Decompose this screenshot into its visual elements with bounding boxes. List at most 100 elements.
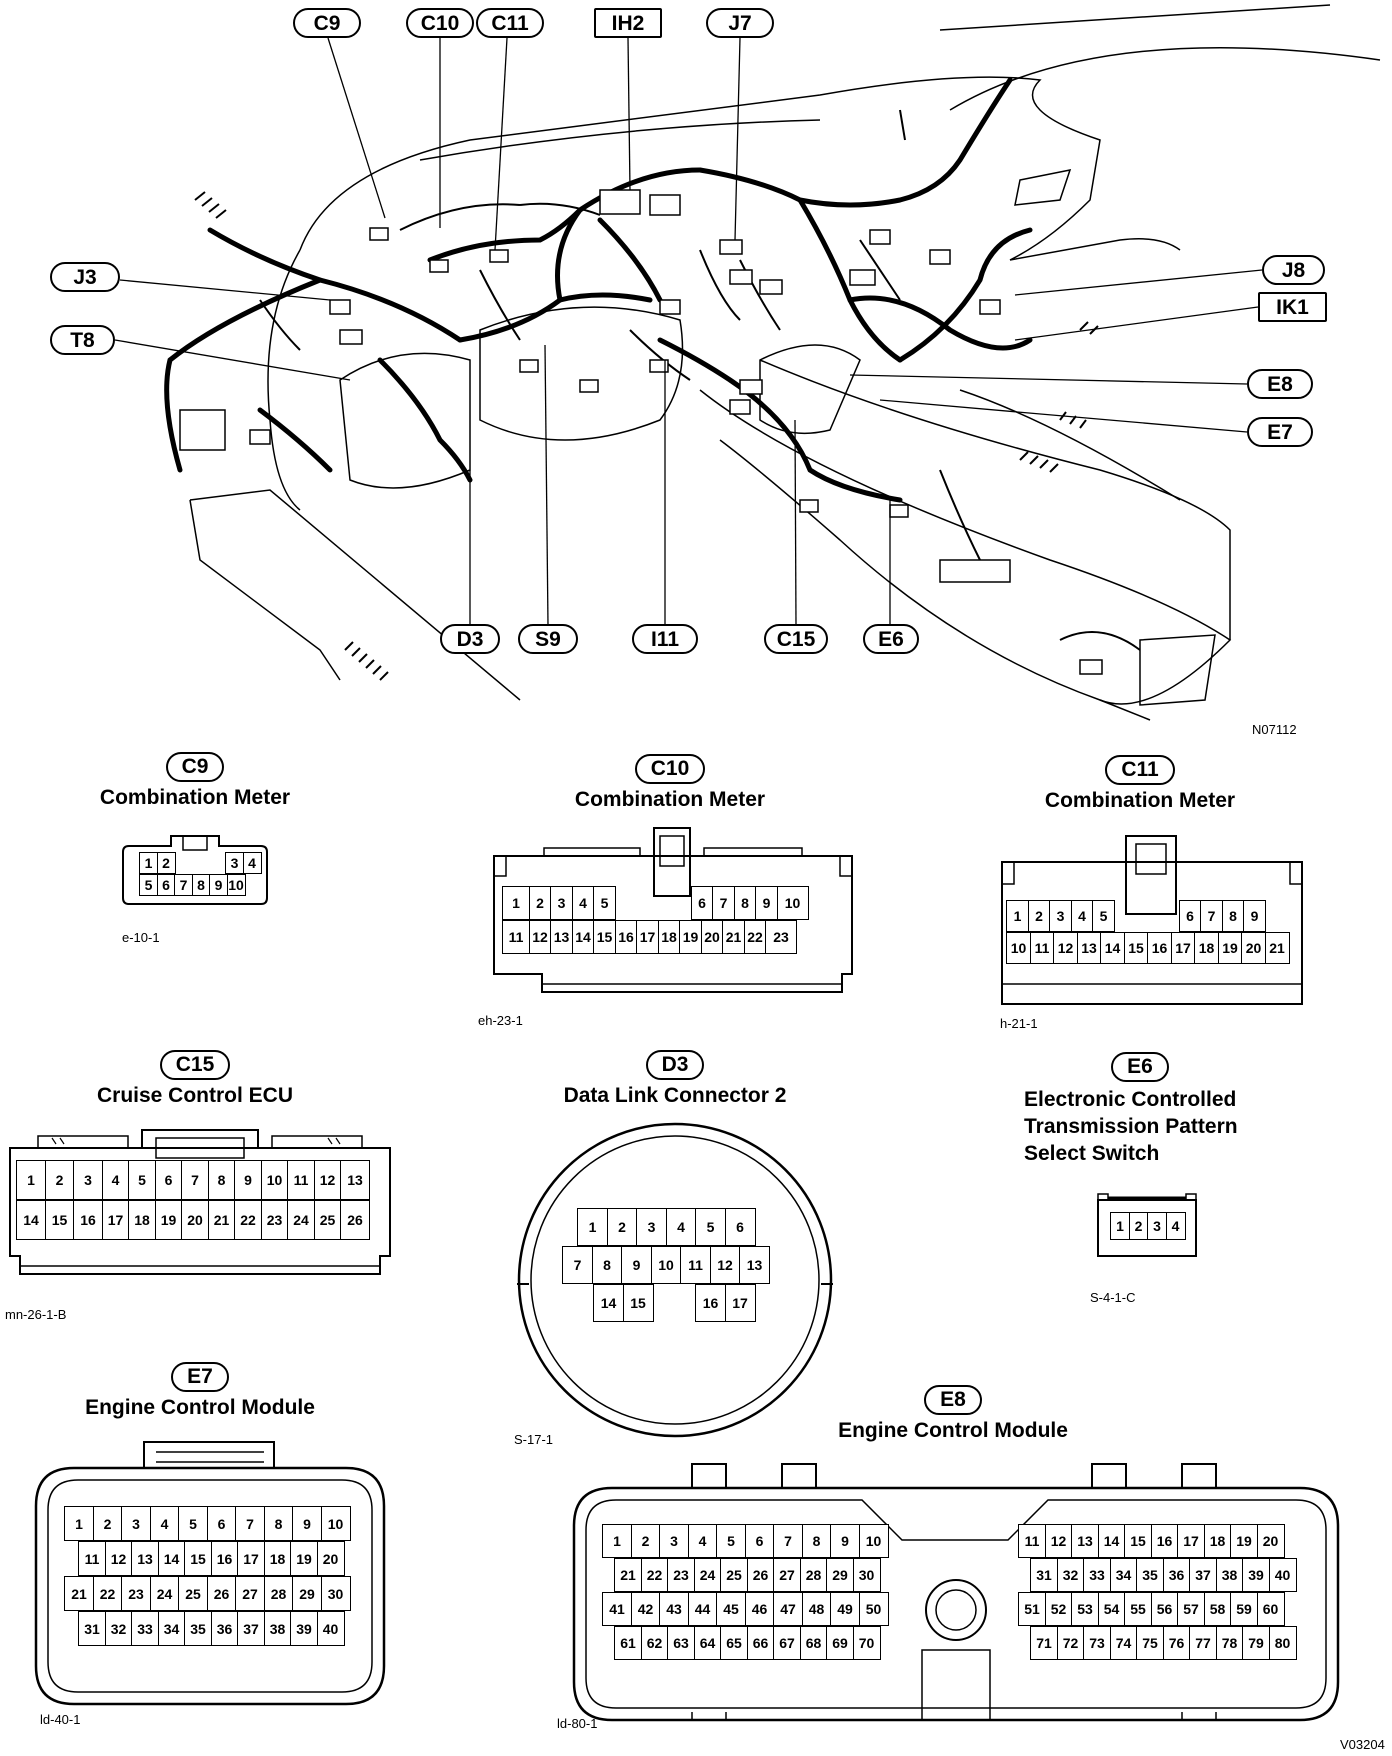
connector-code: S-17-1	[514, 1432, 554, 1447]
pin: 12	[313, 1160, 342, 1200]
pin: 3	[1147, 1212, 1167, 1240]
connector-label: C10	[634, 754, 706, 784]
pin: 1	[577, 1208, 608, 1246]
pin: 8	[191, 874, 211, 896]
pin: 11	[287, 1160, 315, 1200]
callout-e6: E6	[863, 624, 919, 654]
pin: 14	[593, 1284, 624, 1322]
pin: 17	[724, 1284, 756, 1322]
pin: 16	[1150, 1524, 1179, 1558]
pin: 7	[1200, 900, 1223, 932]
pin: 38	[263, 1611, 292, 1646]
connector-title: Combination Meter	[1044, 789, 1236, 812]
pin: 13	[340, 1160, 370, 1200]
pin: 77	[1189, 1626, 1217, 1660]
pin: 33	[1083, 1558, 1111, 1592]
pin: 21	[207, 1200, 236, 1240]
pin: 21	[722, 920, 745, 954]
pin: 8	[591, 1246, 623, 1284]
pin: 68	[799, 1626, 828, 1660]
pin: 61	[614, 1626, 642, 1660]
pin: 41	[602, 1592, 632, 1626]
pin: 14	[571, 920, 595, 954]
pin: 2	[606, 1208, 638, 1246]
pin: 9	[209, 874, 228, 896]
pin: 70	[852, 1626, 881, 1660]
pin: 19	[154, 1200, 183, 1240]
connector-code: eh-23-1	[478, 1013, 523, 1028]
callout-j3: J3	[50, 262, 120, 292]
pin: 31	[78, 1611, 106, 1646]
pin: 15	[1124, 1524, 1152, 1558]
pin: 10	[776, 886, 809, 920]
section-c10: C10 Combination Meter	[520, 754, 820, 812]
pin: 40	[1268, 1558, 1297, 1592]
pin: 17	[1177, 1524, 1205, 1558]
pin: 4	[571, 886, 595, 920]
pin: 10	[650, 1246, 682, 1284]
pin: 33	[131, 1611, 159, 1646]
pin: 12	[528, 920, 552, 954]
pin: 44	[687, 1592, 718, 1626]
pin: 1	[502, 886, 530, 920]
pin: 2	[44, 1160, 75, 1200]
section-c11: C11 Combination Meter	[995, 755, 1285, 813]
pin: 2	[92, 1506, 123, 1541]
pin: 6	[744, 1524, 775, 1558]
pin: 20	[1256, 1524, 1285, 1558]
pin: 5	[716, 1524, 746, 1558]
pin: 20	[181, 1200, 209, 1240]
pin: 8	[733, 886, 757, 920]
pin: 66	[746, 1626, 775, 1660]
pin: 13	[739, 1246, 770, 1284]
pin: 8	[1221, 900, 1245, 932]
pin: 55	[1124, 1592, 1152, 1626]
pin: 7	[181, 1160, 209, 1200]
pin: 28	[799, 1558, 828, 1592]
pin: 23	[121, 1576, 151, 1611]
pin: 7	[712, 886, 735, 920]
pin: 13	[550, 920, 573, 954]
pin: 23	[260, 1200, 289, 1240]
pin: 19	[679, 920, 702, 954]
pin: 22	[743, 920, 767, 954]
pin: 73	[1083, 1626, 1111, 1660]
pin: 8	[207, 1160, 236, 1200]
pin: 19	[1230, 1524, 1258, 1558]
pin: 35	[1136, 1558, 1164, 1592]
pin: 27	[235, 1576, 265, 1611]
callout-e7: E7	[1247, 417, 1313, 447]
pin: 11	[502, 920, 530, 954]
pin: 14	[16, 1200, 46, 1240]
pin: 18	[1194, 932, 1219, 964]
pin: 80	[1268, 1626, 1297, 1660]
pin: 23	[667, 1558, 695, 1592]
pin: 53	[1071, 1592, 1099, 1626]
connector-label: C9	[165, 752, 225, 782]
pin: 16	[73, 1200, 103, 1240]
connector-code: e-10-1	[122, 930, 160, 945]
pin: 6	[154, 1160, 183, 1200]
pin: 36	[1162, 1558, 1191, 1592]
pin: 56	[1150, 1592, 1179, 1626]
pin: 23	[765, 920, 797, 954]
pin: 25	[720, 1558, 748, 1592]
pin: 26	[206, 1576, 237, 1611]
pin: 14	[1097, 1524, 1126, 1558]
pin: 15	[44, 1200, 75, 1240]
callout-s9: S9	[518, 624, 578, 654]
callout-ih2: IH2	[594, 8, 662, 38]
pin: 1	[64, 1506, 94, 1541]
pin: 25	[178, 1576, 208, 1611]
connector-label: E6	[1111, 1052, 1169, 1082]
pin: 9	[234, 1160, 262, 1200]
pin: 14	[157, 1541, 186, 1576]
